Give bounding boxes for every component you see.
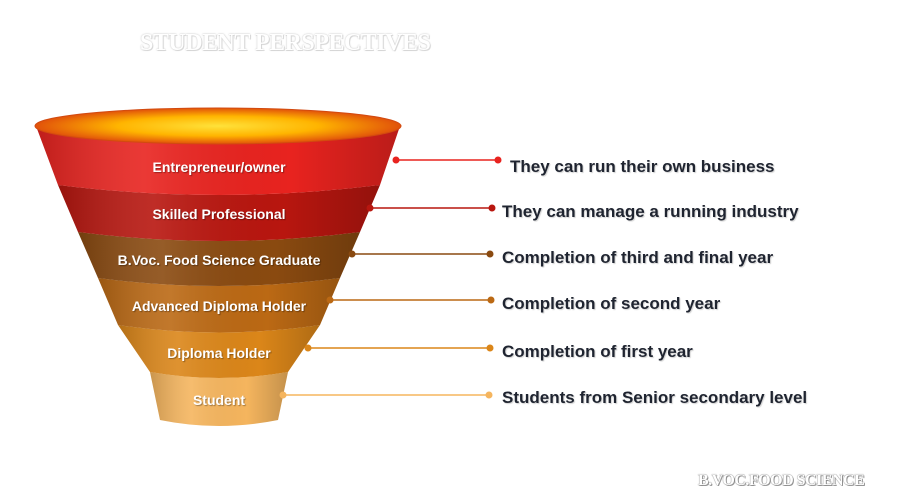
level-label-diploma: Diploma Holder xyxy=(167,345,271,361)
funnel-segment-student xyxy=(150,372,288,426)
level-label-skilled-professional: Skilled Professional xyxy=(152,206,286,222)
description-student: Students from Senior secondary level xyxy=(502,388,808,407)
connector-4 xyxy=(326,296,495,304)
connector-3 xyxy=(348,250,494,258)
level-label-entrepreneur: Entrepreneur/owner xyxy=(152,159,286,175)
description-graduate: Completion of third and final year xyxy=(502,248,774,267)
funnel-segment-diploma-holder xyxy=(118,325,320,378)
description-entrepreneur: They can run their own business xyxy=(510,157,775,176)
connector-2 xyxy=(366,204,496,212)
page-title: STUDENT PERSPECTIVES xyxy=(140,30,431,56)
connector-1 xyxy=(392,156,502,164)
funnel-segment-advanced-diploma-holder xyxy=(98,278,340,333)
funnel-segment-entrepreneur xyxy=(36,126,400,195)
level-label-advanced-diploma: Advanced Diploma Holder xyxy=(131,298,307,314)
funnel-segment-graduate xyxy=(78,232,360,286)
description-diploma: Completion of first year xyxy=(502,342,693,361)
funnel-segment-skilled-professional xyxy=(58,185,380,241)
description-skilled-professional: They can manage a running industry xyxy=(502,202,799,221)
description-advanced-diploma: Completion of second year xyxy=(502,294,721,313)
connector-5 xyxy=(304,344,494,352)
level-label-student: Student xyxy=(192,392,246,408)
connector-6 xyxy=(279,391,493,399)
funnel-top-rim xyxy=(34,107,402,145)
level-label-graduate: B.Voc. Food Science Graduate xyxy=(117,252,321,268)
footer-label: B.VOC.FOOD SCIENCE xyxy=(698,472,865,489)
